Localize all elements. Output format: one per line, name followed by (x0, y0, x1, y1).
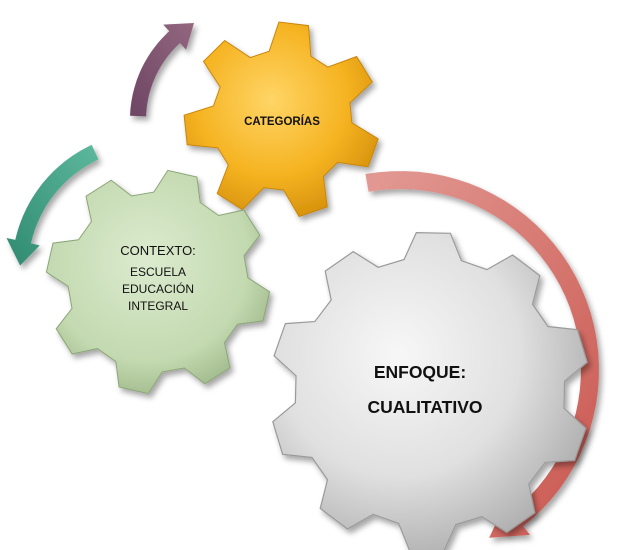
gear-contexto-line-4: INTEGRAL (128, 299, 188, 313)
purple-cycle-arrow (130, 23, 194, 117)
gear-categorias-shape (183, 21, 379, 218)
gear-contexto-line-3: EDUCACIÓN (122, 281, 194, 296)
gear-categorias: CATEGORÍAS (183, 21, 379, 218)
gear-contexto-shape (45, 169, 271, 395)
gear-contexto: CONTEXTO: ESCUELA EDUCACIÓN INTEGRAL (45, 169, 271, 395)
gear-enfoque-line-1: ENFOQUE: (374, 362, 466, 382)
gear-categorias-label: CATEGORÍAS (244, 115, 320, 128)
gear-contexto-line-1: CONTEXTO: (120, 243, 196, 258)
teal-cycle-arrow (6, 144, 99, 266)
gear-enfoque: ENFOQUE: CUALITATIVO (272, 231, 588, 550)
gear-enfoque-line-2: CUALITATIVO (367, 397, 482, 417)
gear-contexto-line-2: ESCUELA (130, 265, 186, 279)
gear-enfoque-shape (272, 231, 588, 550)
